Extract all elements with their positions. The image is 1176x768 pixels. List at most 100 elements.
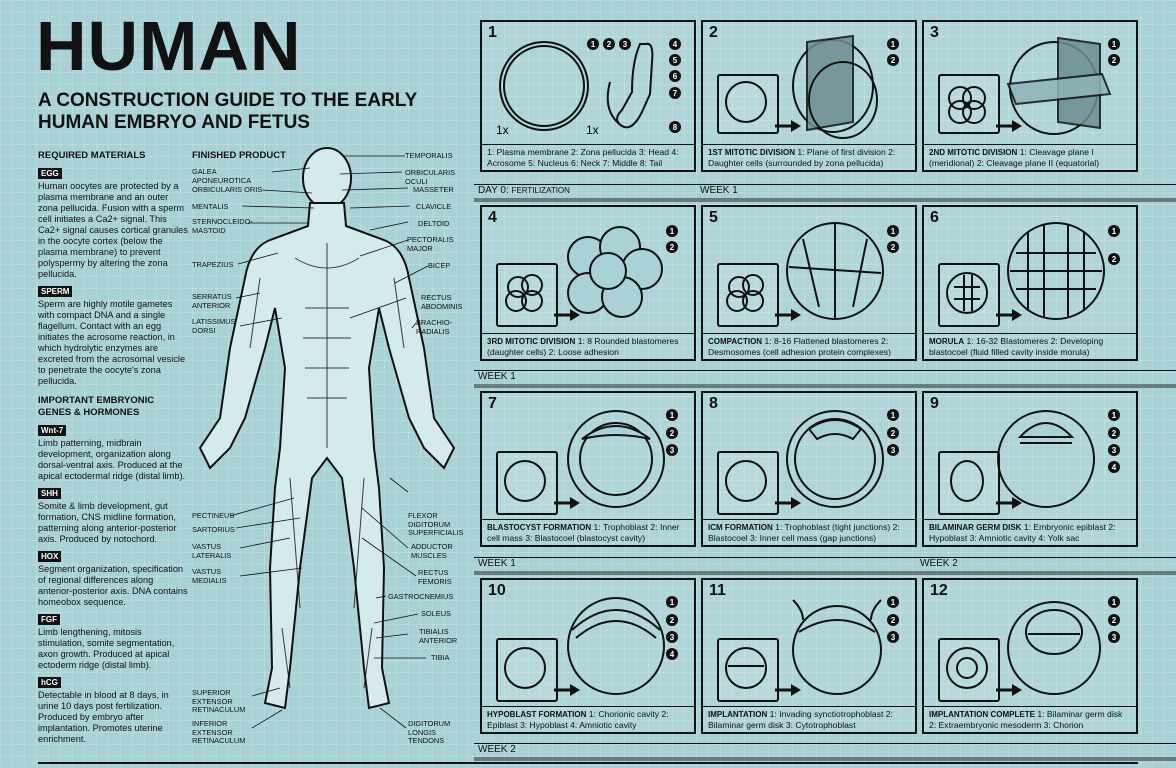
stage-panel-9: 9 1 2 3 4 BILAMINAR GERM DISK 1: Embryon… xyxy=(922,391,1138,547)
marker-group: 1 2 xyxy=(1108,38,1120,66)
stage-panel-12: 12 1 2 3 IMPLANTATION COMPLETE 1: Bilami… xyxy=(922,578,1138,734)
inset-cell xyxy=(725,647,767,689)
muscle-label-right: RECTUS FEMORIS xyxy=(418,568,452,586)
icm-diagram: 1 2 3 xyxy=(725,409,899,511)
muscle-label-left: GALEA APONEUROTICA xyxy=(192,167,252,185)
leader-lines xyxy=(229,155,429,729)
marker-1: 1 xyxy=(1112,411,1117,420)
shin-lines xyxy=(281,627,373,689)
morula-diagram: 1 2 xyxy=(946,222,1120,323)
muscle-label-right: DELTOID xyxy=(418,219,450,228)
marker-2: 2 xyxy=(670,616,675,625)
marker-3: 3 xyxy=(1112,633,1117,642)
gene-tag: hCG xyxy=(38,677,61,688)
blastocyst-diagram: 1 2 3 xyxy=(504,409,678,511)
embryonic-epiblast xyxy=(1017,422,1075,438)
sperm-tail xyxy=(606,81,623,127)
inset-cell xyxy=(725,81,767,123)
amniotic-sac xyxy=(1025,609,1083,655)
cleavage-plane-2 xyxy=(1006,72,1112,106)
marker-4: 4 xyxy=(673,40,678,49)
sperm-shape xyxy=(616,42,654,129)
band-shadow xyxy=(474,757,1176,761)
stage-number: 1 xyxy=(488,24,497,41)
muscle-label-right: BRACHIO-RADIALIS xyxy=(416,318,453,336)
egg-outer-ring xyxy=(499,41,589,131)
implantation-complete-diagram: 1 2 3 xyxy=(946,596,1120,698)
stage-caption: IMPLANTATION COMPLETE 1: Bilaminar germ … xyxy=(924,706,1136,732)
first-division-diagram: 1 2 xyxy=(725,34,899,139)
marker-1: 1 xyxy=(1112,227,1117,236)
marker-2: 2 xyxy=(1112,429,1117,438)
page-title: HUMAN xyxy=(36,7,302,85)
hypoblast-diagram: 1 2 3 4 xyxy=(504,596,678,698)
stage-title: 1ST MITOTIC DIVISION xyxy=(708,148,795,157)
marker-3: 3 xyxy=(891,633,896,642)
marker-2: 2 xyxy=(891,429,896,438)
band-label-right: WEEK 1 xyxy=(700,185,738,196)
gene-item: hCG Detectable in blood at 8 days, in uri… xyxy=(38,671,188,745)
inset-cell-lines xyxy=(954,275,980,311)
stage-title: HYPOBLAST FORMATION xyxy=(487,710,587,719)
bottom-divider xyxy=(38,762,1138,768)
gene-text: Detectable in blood at 8 days, in urine … xyxy=(38,690,169,744)
band-label: WEEK 1 xyxy=(478,558,516,569)
marker-2: 2 xyxy=(1112,616,1117,625)
inset-cell xyxy=(725,460,767,502)
material-text: Human oocytes are protected by a plasma … xyxy=(38,181,188,279)
marker-2: 2 xyxy=(607,40,612,49)
cell-boundaries xyxy=(788,223,882,319)
marker-2: 2 xyxy=(891,56,896,65)
stage-text: 1: 8 Rounded blastomeres (daughter cells… xyxy=(487,336,679,357)
stage-panel-8: 8 1 2 3 ICM FORMATION 1: Trophoblast (ti… xyxy=(701,391,917,547)
stage-title: 2ND MITOTIC DIVISION xyxy=(929,148,1018,157)
muscle-label-right: TEMPORALIS xyxy=(405,151,453,160)
stage-number: 6 xyxy=(930,209,939,226)
stage-panel-5: 5 1 2 COMPACTION 1: 8-16 Flattened blast… xyxy=(701,205,917,361)
second-division-diagram: 1 2 xyxy=(948,36,1120,135)
stage-panel-6: 6 1 2 MORULA 1: 16-32 Blastomeres 2: Dev… xyxy=(922,205,1138,361)
trophoblast-outer xyxy=(567,410,665,508)
muscle-label-left: STERNOCLEIDO-MASTOID xyxy=(192,217,253,235)
muscle-label-right: ADDUCTOR MUSCLES xyxy=(411,542,453,560)
gene-tag: SHH xyxy=(38,488,61,499)
page-subtitle: A CONSTRUCTION GUIDE TO THE EARLY HUMAN … xyxy=(38,90,417,133)
stage-number: 3 xyxy=(930,24,939,41)
eight-cell-diagram: 1 2 xyxy=(505,225,678,323)
material-sperm: SPERM Sperm are highly motile gametes wi… xyxy=(38,280,188,387)
marker-1: 1 xyxy=(670,227,675,236)
muscle-label-left: INFERIOR EXTENSOR RETINACULUM xyxy=(192,719,246,745)
egg-inner-ring xyxy=(503,45,585,127)
muscle-label-right: MASSETER xyxy=(413,185,454,194)
muscle-label-right: ORBICULARIS OCULI xyxy=(405,168,456,186)
marker-group: 1 2 3 xyxy=(666,409,678,456)
stage-caption: COMPACTION 1: 8-16 Flattened blastomeres… xyxy=(703,333,915,359)
timeline-band-week1: WEEK 1 xyxy=(474,370,1176,388)
stage-text: 1: 8-16 Flattened blastomeres 2: Desmoso… xyxy=(708,336,891,357)
muscle-label-right: DIGITORUM LONGIS TENDONS xyxy=(408,719,451,745)
morula xyxy=(1007,222,1105,320)
stage-panel-2: 2 1 2 1ST MITOTIC DIVISION 1: Plane of f… xyxy=(701,20,917,172)
marker-5: 5 xyxy=(673,56,678,65)
stage-number: 5 xyxy=(709,209,718,226)
stage-text: 1: Trophoblast (tight junctions) 2: Blas… xyxy=(708,522,900,543)
thigh-lines xyxy=(289,477,365,609)
marker-2: 2 xyxy=(670,429,675,438)
marker-2: 2 xyxy=(1112,255,1117,264)
stage-text: 1: Trophoblast 2: Inner cell mass 3: Bla… xyxy=(487,522,680,543)
inner-cell-mass xyxy=(807,419,863,441)
inset-cell xyxy=(946,647,988,689)
muscle-label-right: GASTROCNEMIUS xyxy=(388,592,454,601)
stage-inset xyxy=(717,74,779,134)
muscle-label-right: PECTORALIS MAJOR xyxy=(407,235,454,253)
muscle-label-left: VASTUS LATERALIS xyxy=(192,542,232,560)
stage-text: 1: Chorionic cavity 2: Epiblast 3: Hypob… xyxy=(487,709,669,730)
muscle-label-left: PECTINEUS xyxy=(192,511,235,520)
bilaminar-disk-diagram: 1 2 3 4 xyxy=(950,409,1120,511)
marker-3: 3 xyxy=(1112,446,1117,455)
stage-caption: BILAMINAR GERM DISK 1: Embryonic epiblas… xyxy=(924,519,1136,545)
material-text: Sperm are highly motile gametes with com… xyxy=(38,299,186,386)
implantation-diagram: 1 2 3 xyxy=(725,596,899,698)
